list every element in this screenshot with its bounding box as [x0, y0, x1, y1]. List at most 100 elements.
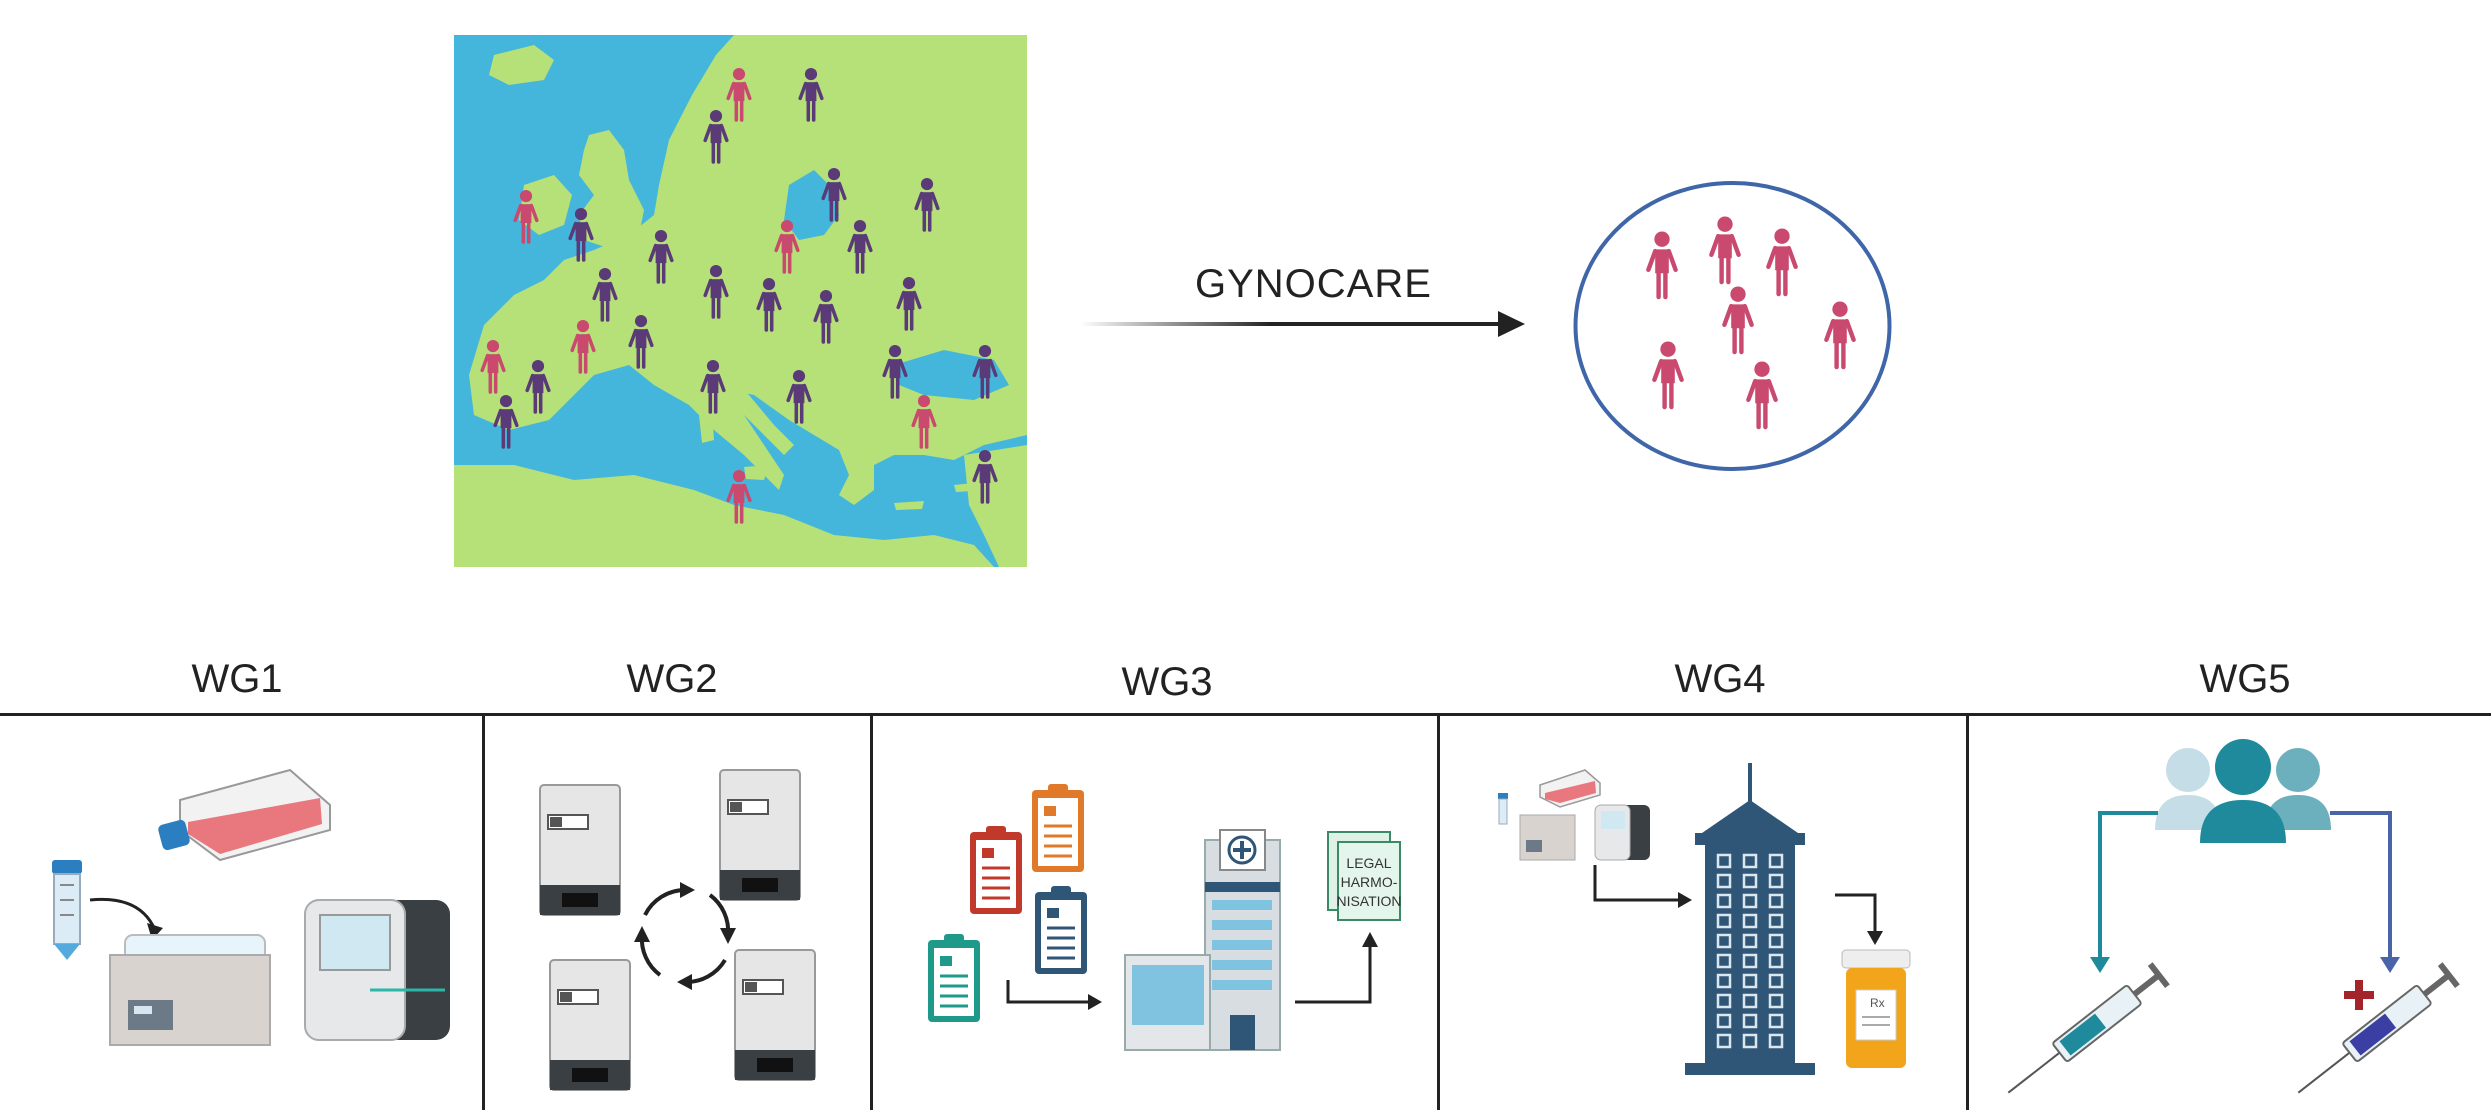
map-person-icon [628, 315, 654, 369]
map-person-icon [703, 110, 729, 164]
wg3-label: WG3 [1121, 660, 1213, 704]
map-person-icon [592, 268, 618, 322]
building-window [1742, 893, 1758, 909]
map-person-icon [798, 68, 824, 122]
legal-doc-line-1: LEGAL [1346, 855, 1391, 871]
gynocare-label: GYNOCARE [1195, 262, 1432, 306]
wg-divider-1 [482, 713, 485, 1110]
building-window [1768, 873, 1784, 889]
map-person-icon [480, 340, 506, 394]
building-window [1742, 853, 1758, 869]
building-window [1742, 1033, 1758, 1049]
wg-divider-horizontal [0, 713, 2491, 716]
map-person-icon [896, 277, 922, 331]
population-person-icon [1766, 228, 1798, 297]
map-person-icon [911, 395, 937, 449]
arrow-head [1498, 311, 1525, 337]
wg4-label: WG4 [1674, 657, 1766, 701]
building-window [1742, 953, 1758, 969]
building-window [1768, 973, 1784, 989]
building-window [1742, 973, 1758, 989]
map-person-icon [570, 320, 596, 374]
map-person-icon [882, 345, 908, 399]
map-person-icon [972, 450, 998, 504]
map-iceland [489, 45, 554, 85]
map-person-icon [648, 230, 674, 284]
map-person-icon [774, 220, 800, 274]
legal-doc-line-3: NISATION [1336, 893, 1401, 909]
syringe-icon [2007, 962, 2170, 1094]
map-person-icon [726, 68, 752, 122]
pill-bottle-icon: Rx [1841, 949, 1911, 1068]
building-window [1716, 1013, 1732, 1029]
population-person-icon [1709, 216, 1741, 285]
map-person-icon [700, 360, 726, 414]
wg2-panel [539, 769, 816, 1091]
building-window [1768, 933, 1784, 949]
freezer-icon [539, 784, 621, 916]
europe-map [454, 35, 1027, 567]
building-window [1742, 913, 1758, 929]
centrifuge-tube-icon [52, 860, 82, 960]
building-window [1742, 993, 1758, 1009]
wg4-panel: Rx [1498, 763, 1911, 1075]
map-person-icon [525, 360, 551, 414]
building-window [1742, 933, 1758, 949]
wg5-panel [2007, 739, 2460, 1094]
map-person-icon [703, 265, 729, 319]
building-window [1716, 953, 1732, 969]
wg-divider-4 [1966, 713, 1969, 1110]
wg1-label: WG1 [191, 657, 283, 701]
population-person-icon [1746, 361, 1778, 430]
building-window [1768, 893, 1784, 909]
clipboard-icon [1035, 886, 1087, 974]
map-person-icon [513, 190, 539, 244]
building-window [1768, 1013, 1784, 1029]
syringe-with-plus-icon [2297, 962, 2460, 1094]
building-window [1716, 973, 1732, 989]
building-window [1768, 993, 1784, 1009]
gynocare-arrow [1080, 311, 1525, 337]
rx-label: Rx [1870, 996, 1885, 1010]
building-window [1768, 953, 1784, 969]
lab-instrument-icon [304, 899, 450, 1041]
building-window [1716, 933, 1732, 949]
plus-icon [2344, 980, 2374, 1010]
wg2-label: WG2 [626, 657, 718, 701]
building-window [1742, 873, 1758, 889]
map-person-icon [786, 370, 812, 424]
clipboard-icon [1032, 784, 1084, 872]
building-window [1716, 993, 1732, 1009]
cycle-arrows-icon [639, 888, 731, 985]
lab-equipment-icon [1498, 769, 1650, 861]
building-window [1716, 913, 1732, 929]
wg-divider-2 [870, 713, 873, 1110]
population-person-icon [1646, 231, 1678, 300]
population-person-icon [1824, 301, 1856, 370]
map-person-icon [568, 208, 594, 262]
map-person-icon [821, 168, 847, 222]
freezer-icon [734, 949, 816, 1081]
map-person-icon [914, 178, 940, 232]
map-person-icon [813, 290, 839, 344]
population-person-icon [1722, 286, 1754, 355]
map-person-icon [847, 220, 873, 274]
building-window [1716, 893, 1732, 909]
building-window [1716, 1033, 1732, 1049]
population-circle [1573, 181, 1892, 471]
wg3-panel: LEGAL HARMO- NISATION [928, 784, 1402, 1051]
clipboard-icon [970, 826, 1022, 914]
hospital-icon [1124, 829, 1281, 1051]
map-person-icon [972, 345, 998, 399]
wg1-panel [52, 768, 450, 1046]
clipboard-icon [928, 934, 980, 1022]
map-person-icon [493, 395, 519, 449]
map-africa [454, 465, 994, 567]
building-window [1716, 853, 1732, 869]
building-window [1742, 1013, 1758, 1029]
legal-doc-line-2: HARMO- [1341, 874, 1398, 890]
water-bath-icon [109, 934, 271, 1046]
map-britain [579, 130, 644, 250]
freezer-icon [719, 769, 801, 901]
building-window [1768, 853, 1784, 869]
